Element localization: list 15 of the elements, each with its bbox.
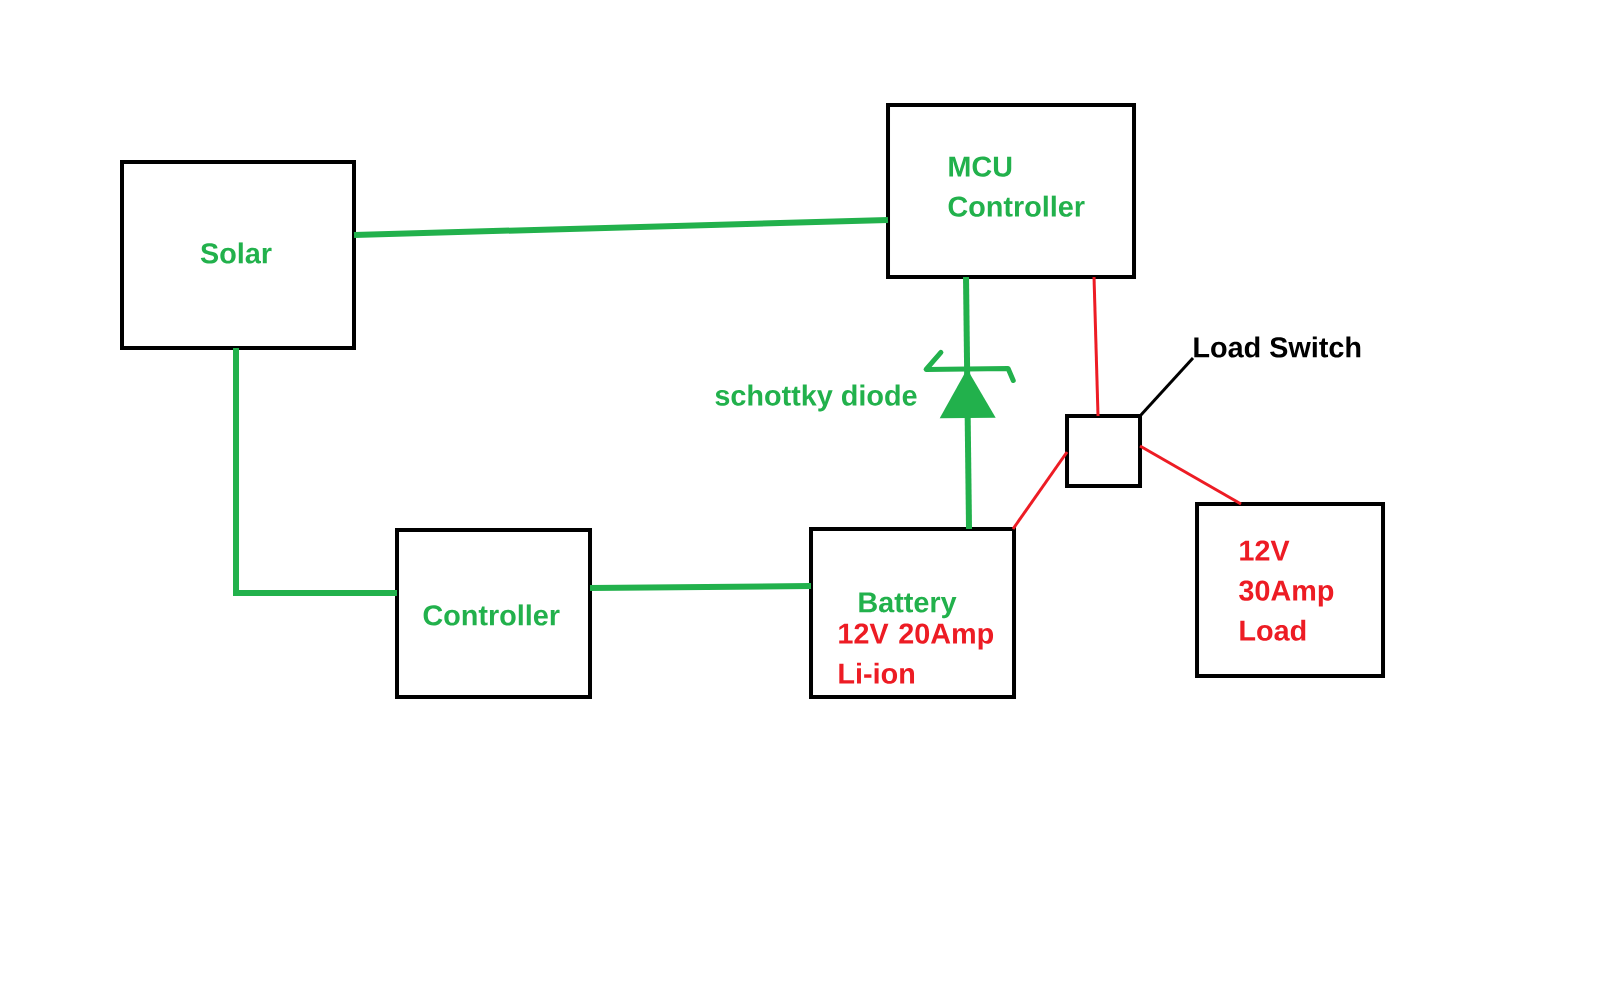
block-box: Solar: [120, 160, 356, 350]
edge-label: schottky diode: [715, 384, 917, 412]
wire: [1139, 444, 1242, 506]
diode-wire: [923, 276, 1016, 530]
block-box: 12V 30Amp Load: [1195, 502, 1385, 678]
wire: [1092, 276, 1100, 417]
block-box: Controller: [395, 528, 592, 699]
wire: [590, 583, 812, 591]
wire: [1011, 451, 1069, 530]
block-box: MCU Controller: [886, 103, 1136, 279]
block-box: Battery 12V 20Amp Li-ion: [809, 527, 1016, 699]
wire: [353, 217, 889, 238]
switch-box: [1065, 414, 1142, 488]
leader-line: [1138, 356, 1195, 417]
switch-label: Load Switch: [1194, 336, 1361, 358]
